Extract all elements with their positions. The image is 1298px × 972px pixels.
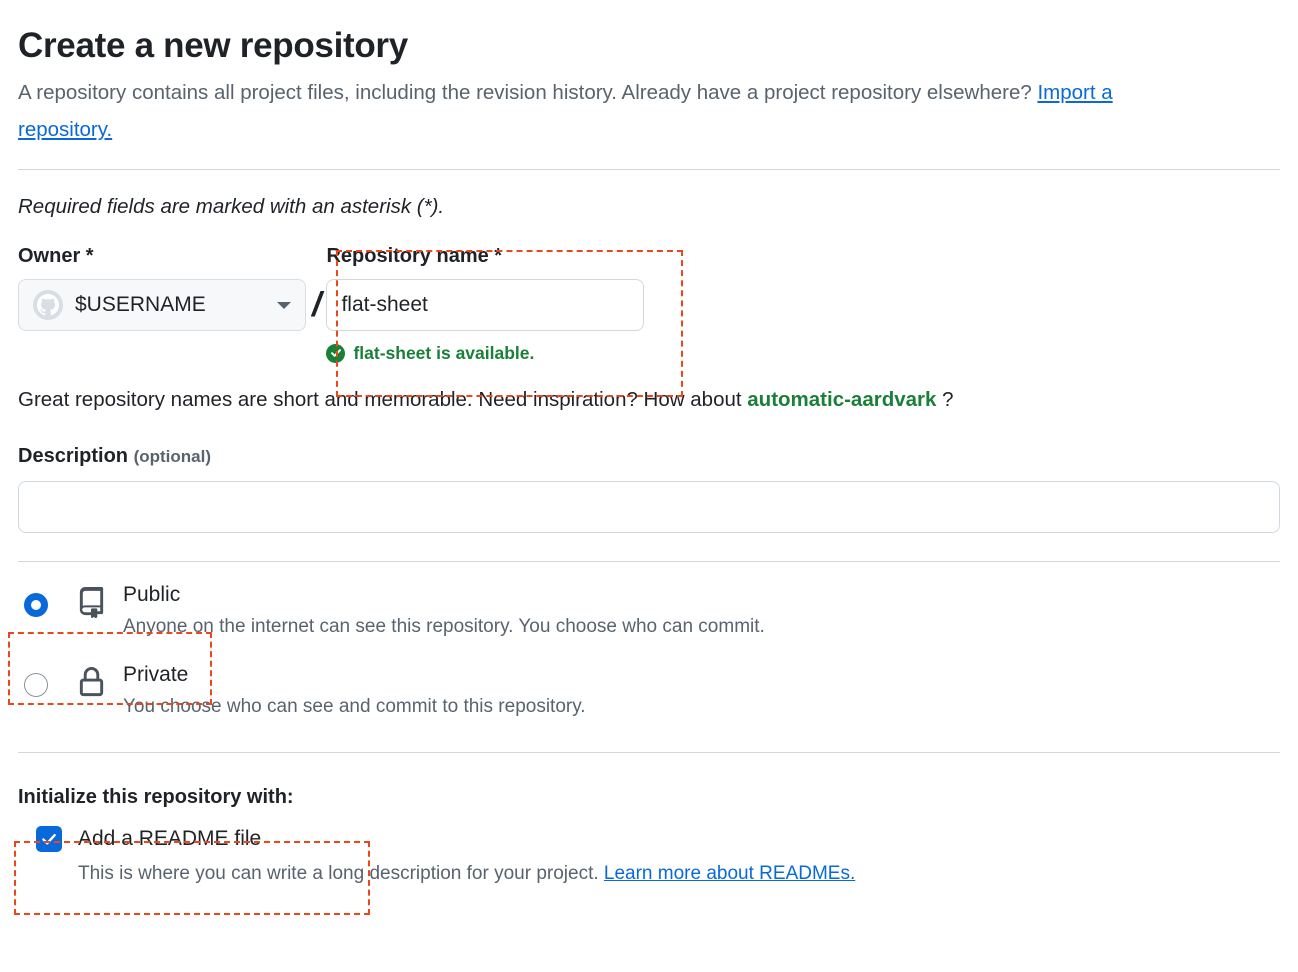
public-option-text: Public Anyone on the internet can see th…: [123, 581, 765, 642]
private-title: Private: [123, 663, 189, 686]
divider-top: [18, 169, 1280, 170]
github-octocat-avatar-icon: [33, 290, 63, 320]
learn-more-readmes-link[interactable]: Learn more about READMEs.: [603, 863, 856, 884]
visibility-options: Public Anyone on the internet can see th…: [18, 562, 1280, 722]
repo-book-icon: [76, 587, 107, 618]
checkmark-icon: [42, 833, 56, 845]
public-description: Anyone on the internet can see this repo…: [123, 616, 765, 637]
add-readme-description: This is where you can write a long descr…: [78, 860, 1280, 888]
owner-name-separator: /: [312, 286, 322, 324]
divider-visibility: [18, 752, 1280, 753]
description-input[interactable]: [18, 481, 1280, 533]
repository-name-field-group: Repository name * flat-sheet is availabl…: [326, 243, 645, 364]
lock-icon: [76, 667, 107, 698]
owner-field-group: Owner * $USERNAME: [18, 243, 306, 331]
description-label: Description (optional): [18, 443, 1280, 470]
availability-text: flat-sheet is available.: [353, 343, 535, 363]
page-intro: A repository contains all project files,…: [18, 74, 1198, 148]
repository-name-availability: flat-sheet is available.: [326, 342, 644, 364]
owner-and-name-row: Owner * $USERNAME / Repository name *: [18, 243, 1280, 364]
visibility-option-public[interactable]: Public Anyone on the internet can see th…: [18, 562, 1280, 642]
inspiration-line: Great repository names are short and mem…: [18, 386, 1280, 414]
description-optional-tag: (optional): [133, 447, 211, 466]
import-a-repository-link[interactable]: Import a repository.: [18, 81, 1113, 141]
description-label-text: Description: [18, 445, 134, 467]
repository-name-input[interactable]: [326, 279, 645, 331]
initialize-label: Initialize this repository with:: [18, 786, 294, 808]
public-radio[interactable]: [24, 593, 48, 617]
readme-description-text: This is where you can write a long descr…: [78, 863, 604, 884]
inspiration-prefix: Great repository names are short and mem…: [18, 388, 748, 411]
add-readme-row[interactable]: Add a README file: [18, 825, 1280, 853]
intro-text: A repository contains all project files,…: [18, 81, 1038, 104]
page-title: Create a new repository: [18, 26, 408, 65]
owner-label: Owner *: [18, 245, 94, 267]
private-description: You choose who can see and commit to thi…: [123, 696, 586, 717]
inspiration-suffix: ?: [936, 388, 954, 411]
required-fields-note: Required fields are marked with an aster…: [18, 195, 445, 218]
private-option-text: Private You choose who can see and commi…: [123, 661, 586, 722]
owner-value: $USERNAME: [75, 293, 206, 316]
private-radio[interactable]: [24, 673, 48, 697]
suggested-repository-name[interactable]: automatic-aardvark: [747, 388, 937, 411]
check-circle-icon: [326, 343, 346, 363]
divider-description: [18, 561, 1280, 562]
add-readme-label: Add a README file: [78, 827, 262, 850]
chevron-down-icon: [277, 301, 291, 309]
add-readme-checkbox[interactable]: [36, 826, 62, 852]
public-title: Public: [123, 583, 181, 606]
owner-dropdown[interactable]: $USERNAME: [18, 279, 306, 331]
repository-name-label: Repository name *: [326, 245, 503, 267]
visibility-option-private[interactable]: Private You choose who can see and commi…: [18, 642, 1280, 722]
